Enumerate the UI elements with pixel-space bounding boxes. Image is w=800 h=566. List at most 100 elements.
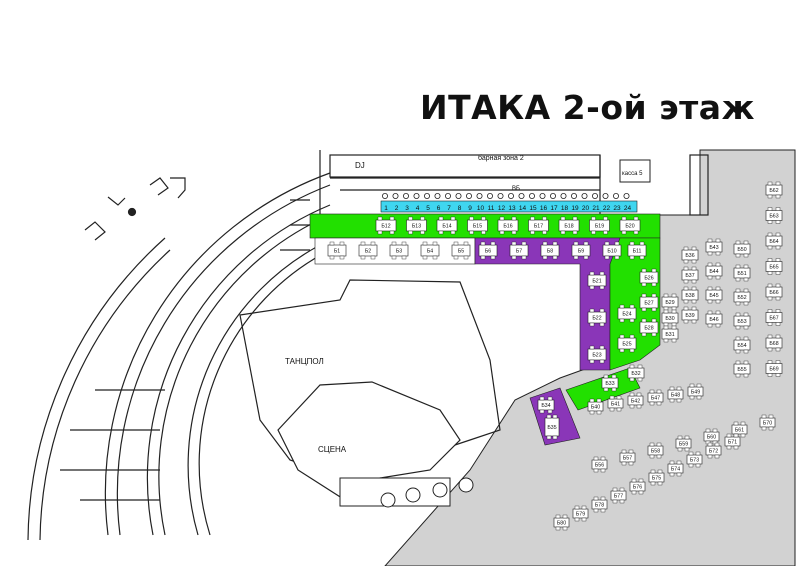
table[interactable]: Б17 [528,216,549,235]
table-top[interactable] [681,309,699,321]
table-top[interactable] [765,337,783,349]
table-top[interactable] [591,459,608,470]
bar-seat-number[interactable]: 5 [426,205,430,212]
table-top[interactable] [759,417,776,428]
bar-seat-number[interactable]: 16 [540,205,548,212]
table[interactable]: Б38 [681,286,699,304]
table[interactable]: Б42 [627,392,644,409]
table-top[interactable] [765,286,783,298]
bar-seat-number[interactable]: 19 [571,205,579,212]
table-top[interactable] [436,219,458,232]
table[interactable]: Б41 [607,395,624,412]
table-top[interactable] [627,395,644,406]
table[interactable]: Б49 [687,383,704,400]
table[interactable]: Б25 [617,334,637,353]
table[interactable]: Б65 [765,258,783,275]
table-top[interactable] [558,219,580,232]
table-top[interactable] [639,321,659,334]
table[interactable]: Б78 [591,496,608,513]
table-top[interactable] [661,312,679,324]
table[interactable]: Б19 [589,216,610,235]
table[interactable]: Б69 [765,360,783,377]
bar-seat-number[interactable]: 15 [529,205,537,212]
table-top[interactable] [327,244,347,257]
table[interactable]: Б75 [648,469,665,486]
table[interactable]: Б70 [759,414,776,431]
table[interactable]: Б1 [327,241,347,260]
table[interactable]: Б34 [537,396,555,414]
table[interactable]: Б26 [639,268,659,287]
table[interactable]: Б44 [705,262,723,280]
table[interactable]: Б12 [375,216,397,235]
table[interactable]: Б28 [639,318,659,337]
bar-seat-number[interactable]: 14 [519,205,527,212]
table-top[interactable] [765,235,783,247]
table[interactable]: Б67 [765,309,783,326]
table-top[interactable] [610,490,627,501]
table[interactable]: Б45 [705,286,723,304]
table-top[interactable] [571,244,591,257]
table-top[interactable] [661,328,679,340]
table-top[interactable] [478,244,498,257]
table[interactable]: Б54 [733,336,751,354]
table[interactable]: Б63 [765,207,783,224]
table-top[interactable] [733,267,751,279]
table-top[interactable] [528,219,549,232]
table-top[interactable] [627,244,647,257]
table[interactable]: Б66 [765,283,783,301]
table[interactable]: Б14 [436,216,458,235]
table-top[interactable] [733,291,751,303]
bar-seat-number[interactable]: 12 [498,205,506,212]
table-top[interactable] [705,313,723,325]
table-top[interactable] [389,244,409,257]
table[interactable]: Б64 [765,232,783,250]
table[interactable]: Б21 [587,271,607,290]
table[interactable]: Б73 [686,451,703,468]
table-top[interactable] [591,499,608,510]
table[interactable]: Б29 [661,293,679,311]
table[interactable]: Б58 [647,442,664,459]
table[interactable]: Б30 [661,309,679,327]
table[interactable]: Б68 [765,334,783,352]
table-top[interactable] [537,399,555,411]
table[interactable]: Б72 [705,442,722,459]
table-top[interactable] [406,219,427,232]
table[interactable]: Б8 [540,241,560,260]
table[interactable]: Б50 [733,240,751,258]
table-top[interactable] [765,312,783,323]
bar-seat-number[interactable]: 4 [416,205,420,212]
table[interactable]: Б2 [358,241,378,260]
table-top[interactable] [733,339,751,351]
bar-seat-number[interactable]: 18 [561,205,569,212]
table[interactable]: Б35 [544,414,560,440]
table[interactable]: Б80 [553,514,570,531]
table-top[interactable] [639,271,659,284]
table[interactable]: Б3 [389,241,409,260]
table[interactable]: Б23 [587,345,607,364]
table[interactable]: Б16 [497,216,519,235]
bar-seat-number[interactable]: 1 [384,205,388,212]
table-top[interactable] [681,269,699,281]
table-top[interactable] [601,377,619,389]
bar-seat-number[interactable]: 13 [508,205,516,212]
table[interactable]: Б36 [681,246,699,264]
table-top[interactable] [587,401,604,412]
table[interactable]: Б71 [724,433,741,450]
table[interactable]: Б4 [420,241,440,260]
table-top[interactable] [375,219,397,232]
table[interactable]: Б33 [601,374,619,392]
table-top[interactable] [607,398,624,409]
bar-seat-number[interactable]: 23 [613,205,621,212]
table[interactable]: Б18 [558,216,580,235]
table-top[interactable] [629,481,646,492]
bar-seat-number[interactable]: 20 [582,205,590,212]
table-top[interactable] [681,289,699,301]
table[interactable]: Б52 [733,288,751,306]
table-top[interactable] [765,261,783,272]
table[interactable]: Б7 [509,241,529,260]
table-top[interactable] [687,386,704,397]
bar-seat-number[interactable]: 22 [603,205,611,212]
table[interactable]: Б22 [587,308,607,327]
table-top[interactable] [420,244,440,257]
table-top[interactable] [617,337,637,350]
